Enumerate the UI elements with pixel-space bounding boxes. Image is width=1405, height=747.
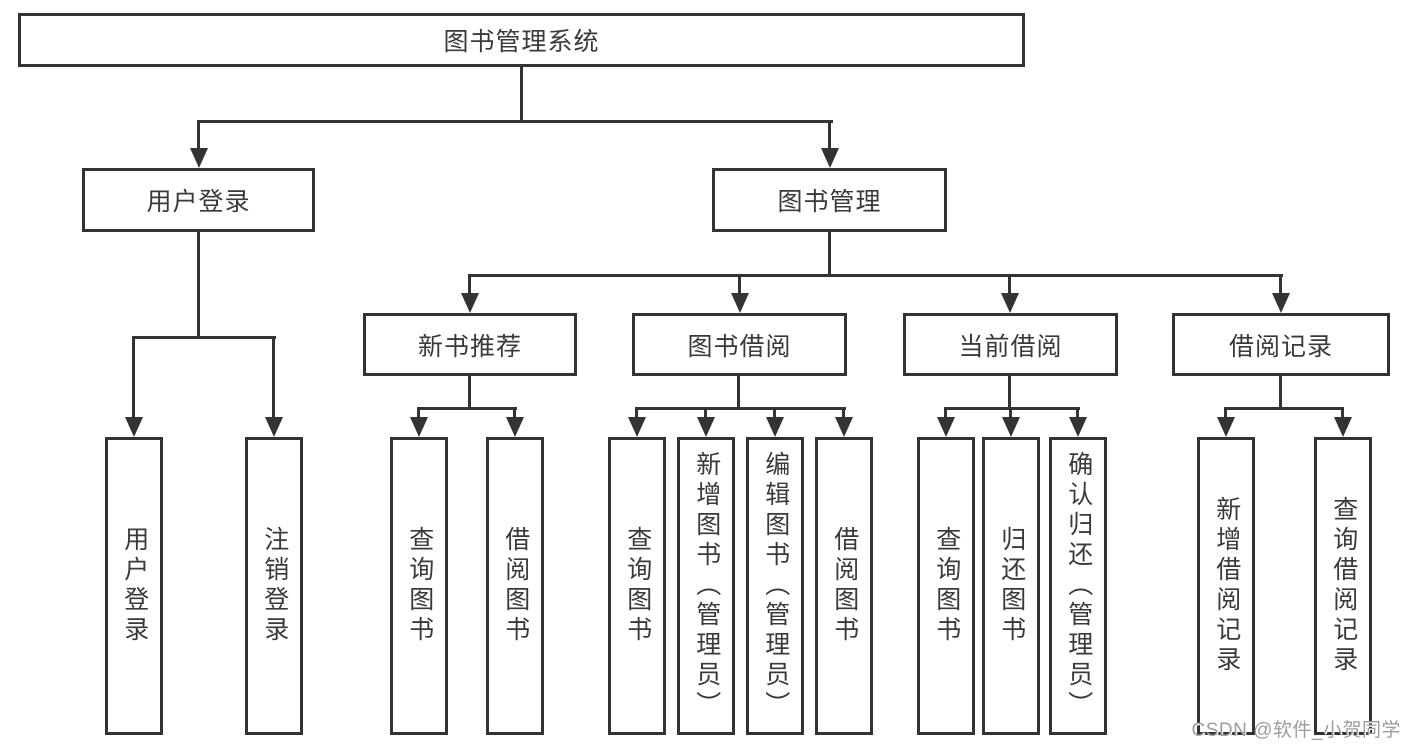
leaf-borrow-query-book-label: 查询图书 (623, 526, 652, 646)
arrow-down-icon (937, 417, 955, 437)
leaf-logout-login: 注销登录 (245, 437, 303, 735)
edge-line (468, 375, 471, 410)
edge-line (944, 407, 947, 423)
arrow-down-icon (1069, 417, 1087, 437)
arrow-down-icon (1001, 293, 1019, 313)
leaf-logout-login-label: 注销登录 (260, 526, 289, 646)
leaf-user-login: 用户登录 (105, 437, 163, 735)
edge-line (773, 407, 776, 423)
node-user-login-label: 用户登录 (146, 188, 251, 216)
leaf-newbook-borrow-book: 借阅图书 (486, 437, 544, 735)
arrow-down-icon (125, 417, 143, 437)
node-book-borrow: 图书借阅 (632, 313, 847, 376)
leaf-newbook-query-book-label: 查询图书 (405, 526, 434, 646)
node-new-book-recommend-label: 新书推荐 (417, 332, 522, 361)
node-borrow-records-label: 借阅记录 (1228, 332, 1333, 361)
leaf-newbook-borrow-book-label: 借阅图书 (501, 526, 530, 646)
arrow-down-icon (461, 293, 479, 313)
leaf-record-query-label: 查询借阅记录 (1329, 496, 1358, 676)
leaf-current-query-book: 查询图书 (917, 437, 975, 735)
edge-line (197, 120, 833, 123)
node-root-label: 图书管理系统 (443, 28, 600, 56)
leaf-current-confirm-return-admin-label: 确认归还（管理员） (1064, 451, 1093, 721)
edge-line (197, 120, 200, 152)
edge-line (520, 66, 523, 123)
edge-line (417, 407, 420, 423)
arrow-down-icon (410, 417, 428, 437)
leaf-borrow-borrow-book: 借阅图书 (815, 437, 873, 735)
edge-line (1224, 407, 1227, 423)
node-current-borrow: 当前借阅 (903, 313, 1118, 376)
arrow-down-icon (1217, 417, 1235, 437)
arrow-down-icon (1272, 293, 1290, 313)
arrow-down-icon (1002, 417, 1020, 437)
node-book-borrow-label: 图书借阅 (687, 332, 792, 361)
arrow-down-icon (731, 293, 749, 313)
edge-line (828, 231, 831, 277)
edge-line (417, 407, 517, 410)
leaf-borrow-borrow-book-label: 借阅图书 (830, 526, 859, 646)
edge-line (828, 120, 831, 152)
leaf-record-add-label: 新增借阅记录 (1212, 496, 1241, 676)
edge-line (944, 407, 1080, 410)
leaf-borrow-add-book-admin-label: 新增图书（管理员） (692, 451, 721, 721)
arrow-down-icon (835, 417, 853, 437)
arrow-down-icon (821, 148, 839, 168)
leaf-current-query-book-label: 查询图书 (932, 526, 961, 646)
arrow-down-icon (766, 417, 784, 437)
edge-line (468, 274, 471, 298)
leaf-record-query: 查询借阅记录 (1314, 437, 1372, 735)
node-book-management-label: 图书管理 (777, 188, 882, 216)
edge-line (1224, 407, 1344, 410)
edge-line (1279, 375, 1282, 410)
edge-line (468, 274, 1283, 277)
edge-line (1008, 375, 1011, 410)
leaf-borrow-add-book-admin: 新增图书（管理员） (677, 437, 735, 735)
edge-line (513, 407, 516, 423)
node-new-book-recommend: 新书推荐 (363, 313, 577, 376)
node-root: 图书管理系统 (18, 13, 1025, 67)
arrow-down-icon (265, 417, 283, 437)
edge-line (704, 407, 707, 423)
edge-line (132, 336, 276, 339)
node-user-login: 用户登录 (82, 168, 315, 232)
node-current-borrow-label: 当前借阅 (958, 332, 1063, 361)
arrow-down-icon (190, 148, 208, 168)
leaf-current-confirm-return-admin: 确认归还（管理员） (1049, 437, 1107, 735)
node-book-management: 图书管理 (712, 168, 947, 232)
leaf-current-return-book: 归还图书 (982, 437, 1040, 735)
leaf-record-add: 新增借阅记录 (1197, 437, 1255, 735)
leaf-current-return-book-label: 归还图书 (997, 526, 1026, 646)
leaf-borrow-edit-book-admin-label: 编辑图书（管理员） (761, 451, 790, 721)
edge-line (197, 231, 200, 338)
edge-line (1009, 407, 1012, 423)
arrow-down-icon (1334, 417, 1352, 437)
edge-line (737, 375, 740, 410)
edge-line (1008, 274, 1011, 298)
leaf-borrow-edit-book-admin: 编辑图书（管理员） (746, 437, 804, 735)
edge-line (272, 336, 275, 420)
leaf-user-login-label: 用户登录 (120, 526, 149, 646)
edge-line (635, 407, 846, 410)
watermark: CSDN @软件_小贺同学 (1191, 720, 1401, 741)
arrow-down-icon (697, 417, 715, 437)
edge-line (1341, 407, 1344, 423)
edge-line (738, 274, 741, 298)
arrow-down-icon (506, 417, 524, 437)
edge-line (635, 407, 638, 423)
edge-line (132, 336, 135, 420)
edge-line (1076, 407, 1079, 423)
leaf-borrow-query-book: 查询图书 (608, 437, 666, 735)
arrow-down-icon (628, 417, 646, 437)
node-borrow-records: 借阅记录 (1172, 313, 1390, 376)
edge-line (1279, 274, 1282, 298)
leaf-newbook-query-book: 查询图书 (390, 437, 448, 735)
edge-line (842, 407, 845, 423)
